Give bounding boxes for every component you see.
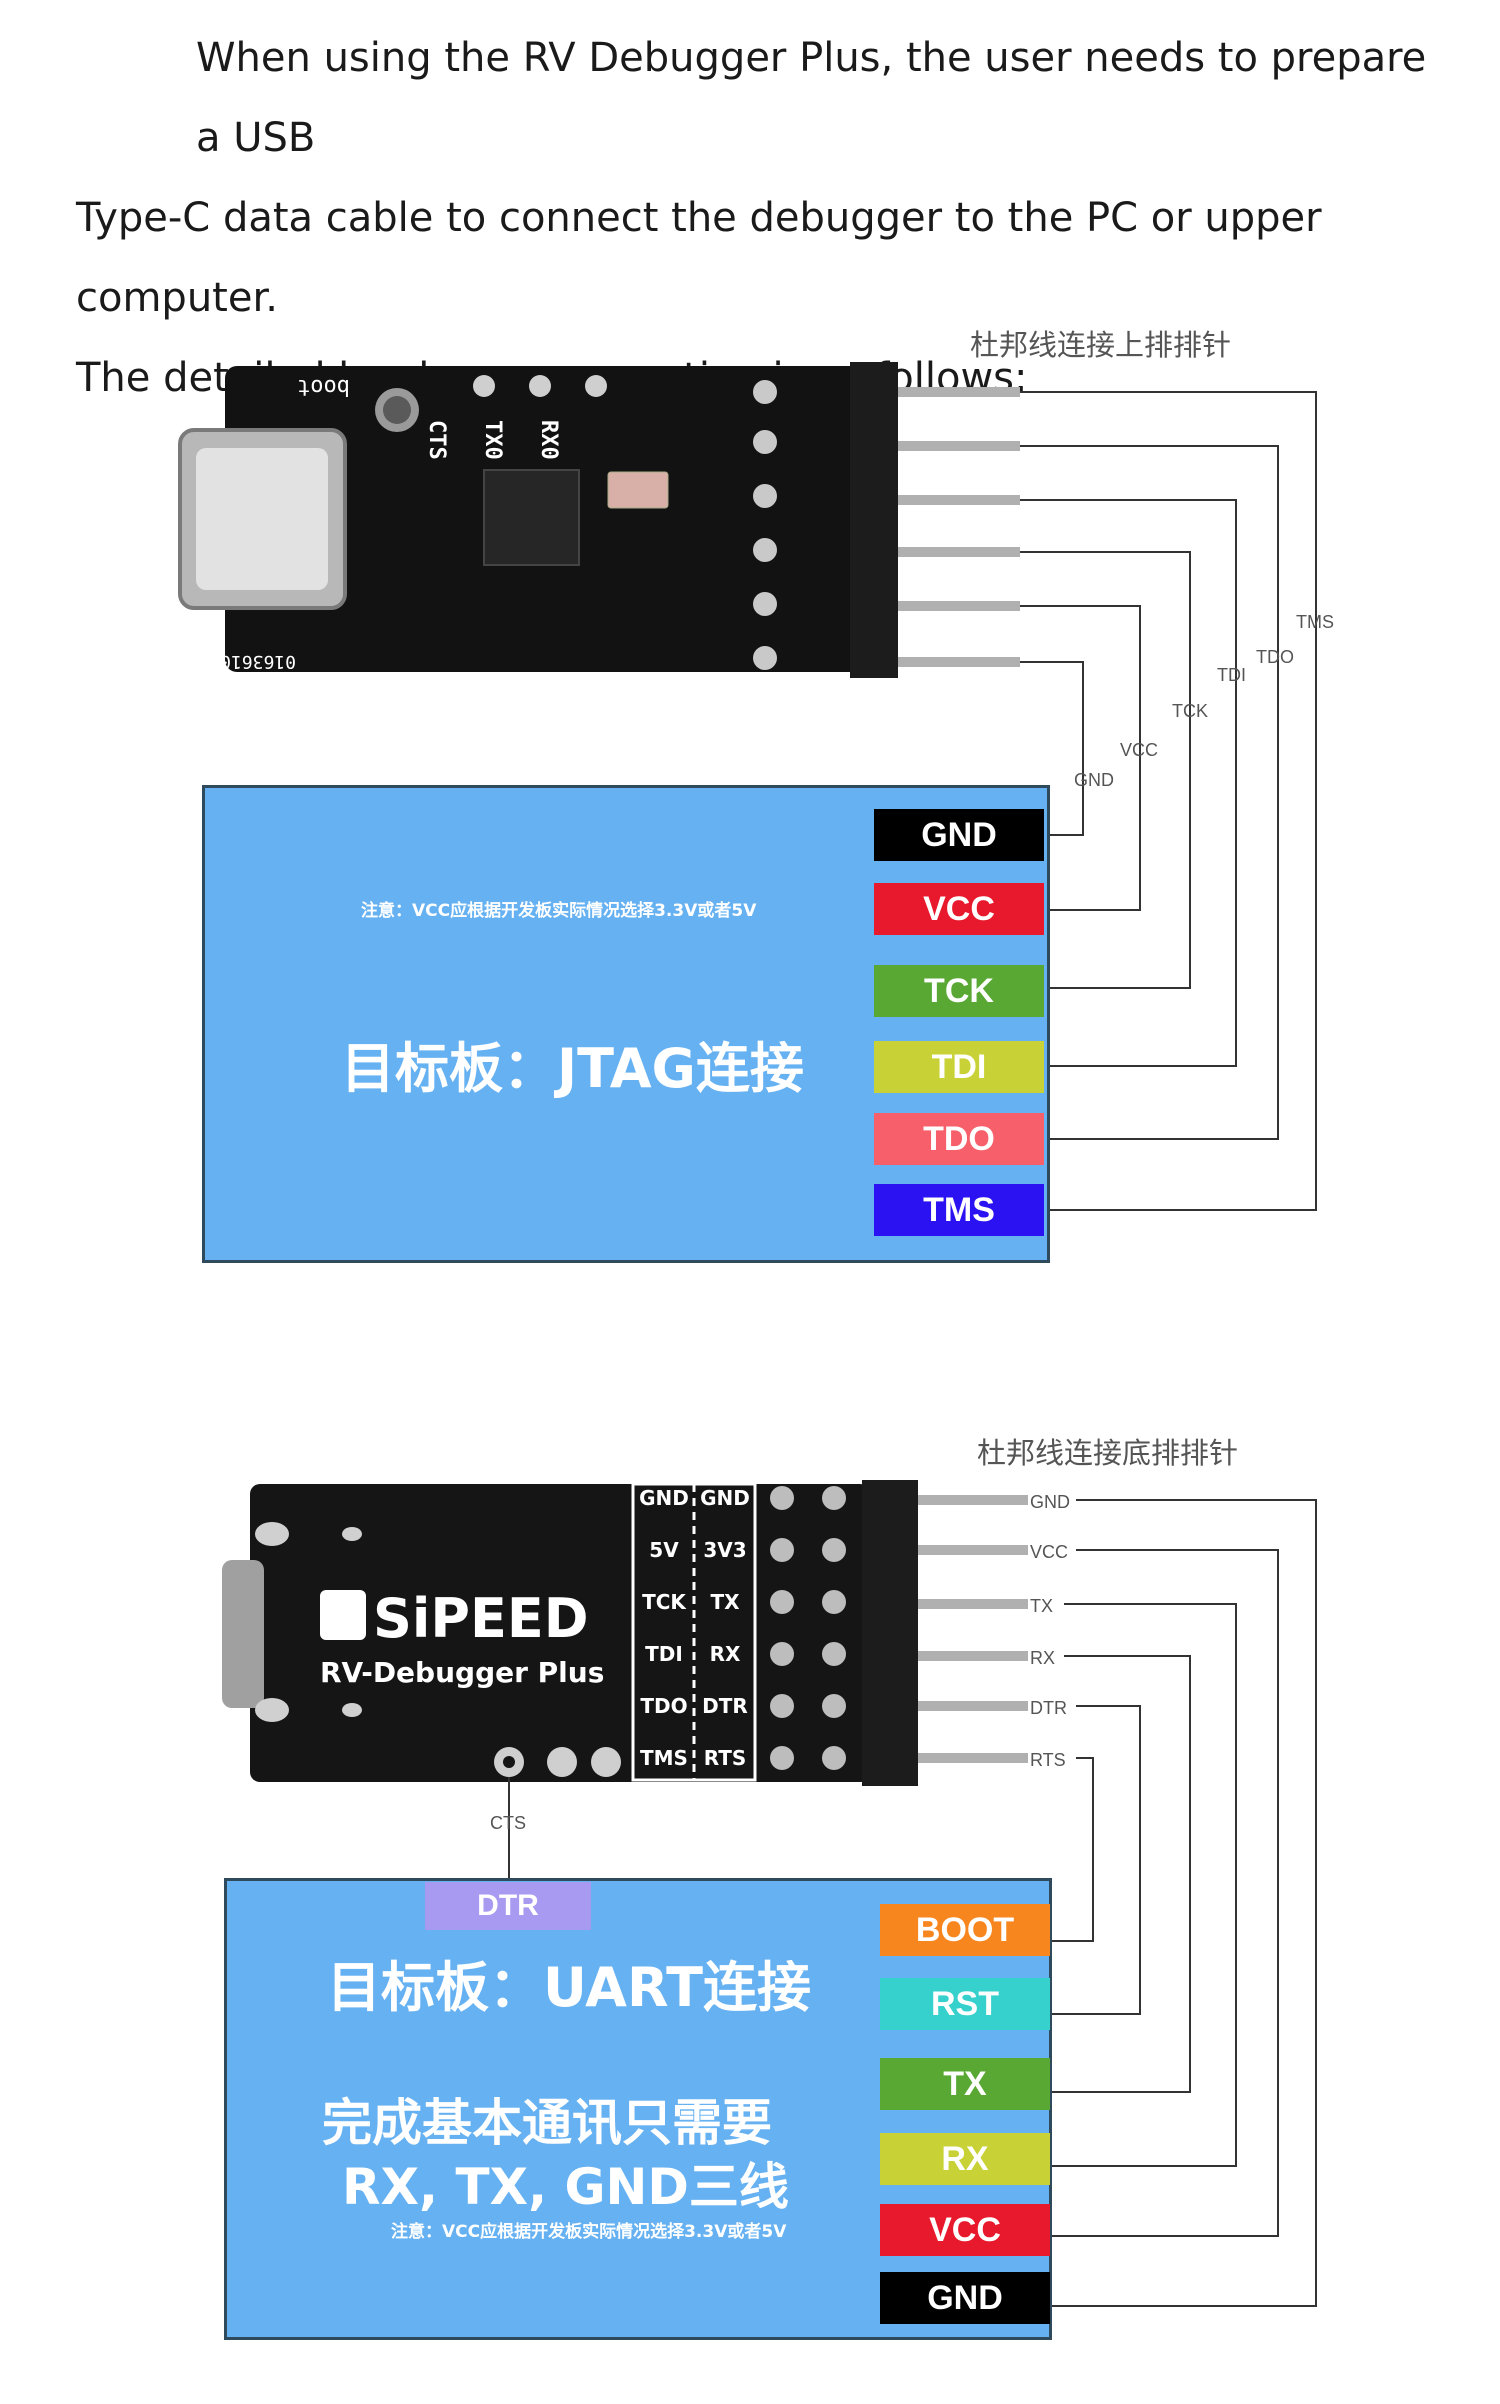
jtag-target-title: 目标板：JTAG连接 [341, 1037, 804, 1100]
jtag-pin-vcc: VCC [874, 883, 1044, 935]
usb-c-connector-side [222, 1560, 264, 1708]
jtag-debugger-board: boot CTS TX0 RX0 0163610 [178, 362, 1020, 678]
jtag-wire-label-tdo: TDO [1256, 647, 1294, 667]
cts-silk: CTS [424, 420, 449, 460]
jtag-header-title: 杜邦线连接上排排针 [970, 328, 1232, 362]
uart-header-title: 杜邦线连接底排排针 [977, 1436, 1239, 1470]
uart-target-title: 目标板：UART连接 [327, 1956, 811, 2019]
jtag-wire-label-vcc: VCC [1120, 740, 1158, 760]
jtag-wires [1020, 391, 1317, 1211]
board-code-silk: 0163610 [220, 651, 296, 672]
jtag-pin-tck: TCK [874, 965, 1044, 1017]
jtag-wire-label-tck: TCK [1172, 701, 1208, 721]
uart-wire-label-tx: TX [1030, 1596, 1053, 1616]
boot-silk: boot [297, 374, 350, 399]
jtag-wire-label-tdi: TDI [1217, 665, 1246, 685]
uart-wire-label-rts: RTS [1030, 1750, 1066, 1770]
silk-left-1: 5V [649, 1538, 679, 1562]
silk-right-2: TX [710, 1590, 740, 1614]
uart-wires [1030, 1499, 1317, 2307]
uart-pin-gnd: GND [880, 2272, 1050, 2324]
uart-target-sub2: RX, TX, GND三线 [342, 2158, 789, 2216]
uart-wire-label-vcc: VCC [1030, 1542, 1068, 1562]
intro-line-2: Type-C data cable to connect the debugge… [76, 195, 1322, 321]
uart-target-sub1: 完成基本通讯只需要 [322, 2094, 772, 2152]
jtag-target-board: 注意：VCC应根据开发板实际情况选择3.3V或者5V 目标板：JTAG连接 [202, 785, 1050, 1263]
intro-line-1: When using the RV Debugger Plus, the use… [196, 35, 1427, 161]
silk-left-4: TDO [640, 1694, 687, 1718]
rx0-silk: RX0 [536, 420, 561, 460]
jtag-pin-tdi: TDI [874, 1041, 1044, 1093]
jtag-pin-tdo: TDO [874, 1113, 1044, 1165]
uart-debugger-board: SiPEED RV-Debugger Plus [222, 1480, 1030, 1786]
uart-dtr-tag: DTR [425, 1882, 591, 1930]
chip [483, 469, 580, 566]
uart-vcc-note: 注意：VCC应根据开发板实际情况选择3.3V或者5V [391, 2222, 787, 2242]
silk-right-5: RTS [704, 1746, 747, 1770]
product-text: RV-Debugger Plus [320, 1656, 604, 1689]
uart-pin-tx: TX [880, 2058, 1050, 2110]
uart-wire-label-bg [1028, 1490, 1076, 1770]
jtag-wire-label-tms: TMS [1296, 612, 1334, 632]
brand-text: SiPEED [373, 1587, 589, 1650]
silk-left-3: TDI [645, 1642, 683, 1666]
uart-pin-rx: RX [880, 2133, 1050, 2185]
jtag-wire-label-gnd: GND [1074, 770, 1114, 790]
silk-right-1: 3V3 [703, 1538, 746, 1562]
tx0-silk: TX0 [480, 420, 505, 460]
jtag-pin-gnd: GND [874, 809, 1044, 861]
jtag-pin-tms: TMS [874, 1184, 1044, 1236]
uart-pin-rst: RST [880, 1978, 1050, 2030]
cts-wire-label: CTS [490, 1813, 526, 1833]
silk-left-0: GND [639, 1486, 689, 1510]
uart-wire-label-dtr: DTR [1030, 1698, 1067, 1718]
jtag-vcc-note: 注意：VCC应根据开发板实际情况选择3.3V或者5V [361, 901, 757, 921]
uart-wire-label-rx: RX [1030, 1648, 1055, 1668]
uart-wire-label-gnd: GND [1030, 1492, 1070, 1512]
silk-left-5: TMS [640, 1746, 688, 1770]
uart-pin-boot: BOOT [880, 1904, 1050, 1956]
sipeed-logo [320, 1590, 366, 1640]
silk-right-3: RX [710, 1642, 741, 1666]
uart-pin-vcc: VCC [880, 2204, 1050, 2256]
silk-right-4: DTR [702, 1694, 748, 1718]
silk-right-0: GND [700, 1486, 750, 1510]
silk-left-2: TCK [642, 1590, 687, 1614]
